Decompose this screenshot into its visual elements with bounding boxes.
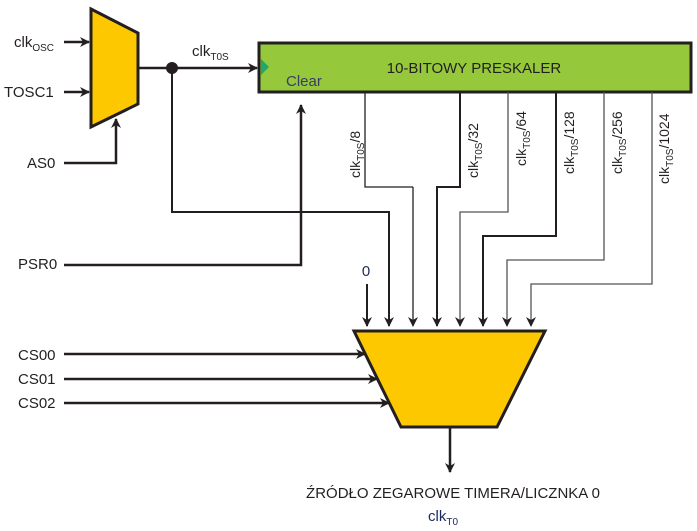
cs02-label: CS02	[18, 395, 56, 412]
prescaler-block	[257, 41, 693, 94]
tap-wire-32	[432, 92, 461, 327]
clk-t0s-direct-wire	[171, 68, 394, 327]
cs01-label: CS01	[18, 371, 56, 388]
clk-t0-label: clkT0	[428, 508, 458, 528]
tap-label-256: clkT0S/256	[609, 111, 629, 174]
psr0-clear-wire	[64, 104, 306, 267]
tap-label-1024: clkT0S/1024	[656, 113, 676, 184]
tap-wire-256	[502, 92, 605, 327]
psr0-label: PSR0	[18, 256, 57, 273]
clk-t0s-label: clkT0S	[192, 43, 229, 63]
clk-osc-label: clkOSC	[14, 34, 54, 54]
as0-wire	[64, 118, 121, 165]
tap-wire-128	[478, 92, 557, 327]
tap-label-8: clkT0S/8	[347, 131, 367, 178]
tap-label-32: clkT0S/32	[465, 123, 485, 178]
tap-label-128: clkT0S/128	[561, 111, 581, 174]
tap-wire-64	[455, 92, 509, 327]
clock-select-mux	[89, 6, 140, 130]
clear-label: Clear	[286, 73, 322, 90]
tap-wire-8a	[364, 92, 413, 188]
output-caption: ŹRÓDŁO ZEGAROWE TIMERA/LICZNKA 0	[306, 485, 600, 502]
tap-wire-1024	[526, 92, 653, 327]
as0-label: AS0	[27, 155, 55, 172]
tosc1-label: TOSC1	[4, 84, 54, 101]
tap-labels: clkT0S/8 clkT0S/32 clkT0S/64 clkT0S/128 …	[347, 111, 676, 184]
tap-label-64: clkT0S/64	[513, 111, 533, 166]
clock-input-triangle-icon	[261, 59, 269, 75]
cs00-label: CS00	[18, 347, 56, 364]
prescaler-title: 10-BITOWY PRESKALER	[387, 60, 562, 77]
clock-source-mux	[351, 329, 548, 429]
zero-input-label: 0	[362, 263, 370, 280]
